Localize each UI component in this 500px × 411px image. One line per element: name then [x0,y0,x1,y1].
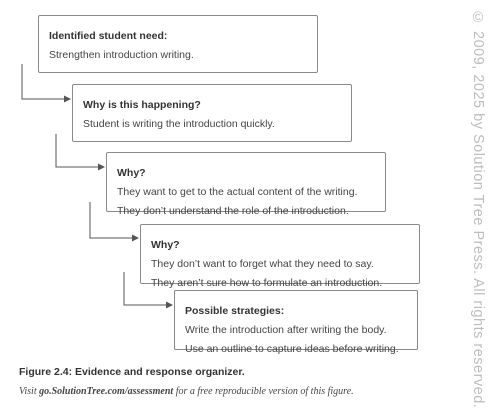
box-text: Strengthen introduction writing. [49,49,194,61]
figure-note: Visit go.SolutionTree.com/assessment for… [19,386,354,397]
box-title: Why? [151,239,180,251]
copyright-watermark: © 2009, 2025 by Solution Tree Press. All… [470,10,486,409]
box-text: They don’t want to forget what they need… [151,258,374,270]
box-possible-strategies: Possible strategies: Write the introduct… [174,290,418,355]
box-why-2: Why? They don’t want to forget what they… [140,224,420,289]
connector-arrow-3 [89,202,139,242]
figure-note-prefix: Visit [19,386,40,397]
box-text: They don’t understand the role of the in… [117,205,349,217]
box-text: Use an outline to capture ideas before w… [185,343,399,355]
box-title: Why is this happening? [83,99,201,111]
figure-caption: Figure 2.4: Evidence and response organi… [19,366,245,378]
box-text: They want to get to the actual content o… [117,186,358,198]
box-text: Student is writing the introduction quic… [83,118,275,130]
connector-arrow-2 [55,134,105,171]
figure-note-suffix: for a free reproducible version of this … [173,386,354,397]
box-why-happening: Why is this happening? Student is writin… [72,84,352,142]
box-text: They aren’t sure how to formulate an int… [151,277,383,289]
box-title: Identified student need: [49,30,168,42]
box-title: Why? [117,167,146,179]
box-identified-need: Identified student need: Strengthen intr… [38,15,318,73]
connector-arrow-1 [21,64,71,103]
box-text: Write the introduction after writing the… [185,324,387,336]
box-title: Possible strategies: [185,305,285,317]
connector-arrow-4 [123,272,173,309]
box-why-1: Why? They want to get to the actual cont… [106,152,386,217]
figure-note-link[interactable]: go.SolutionTree.com/assessment [39,386,174,397]
